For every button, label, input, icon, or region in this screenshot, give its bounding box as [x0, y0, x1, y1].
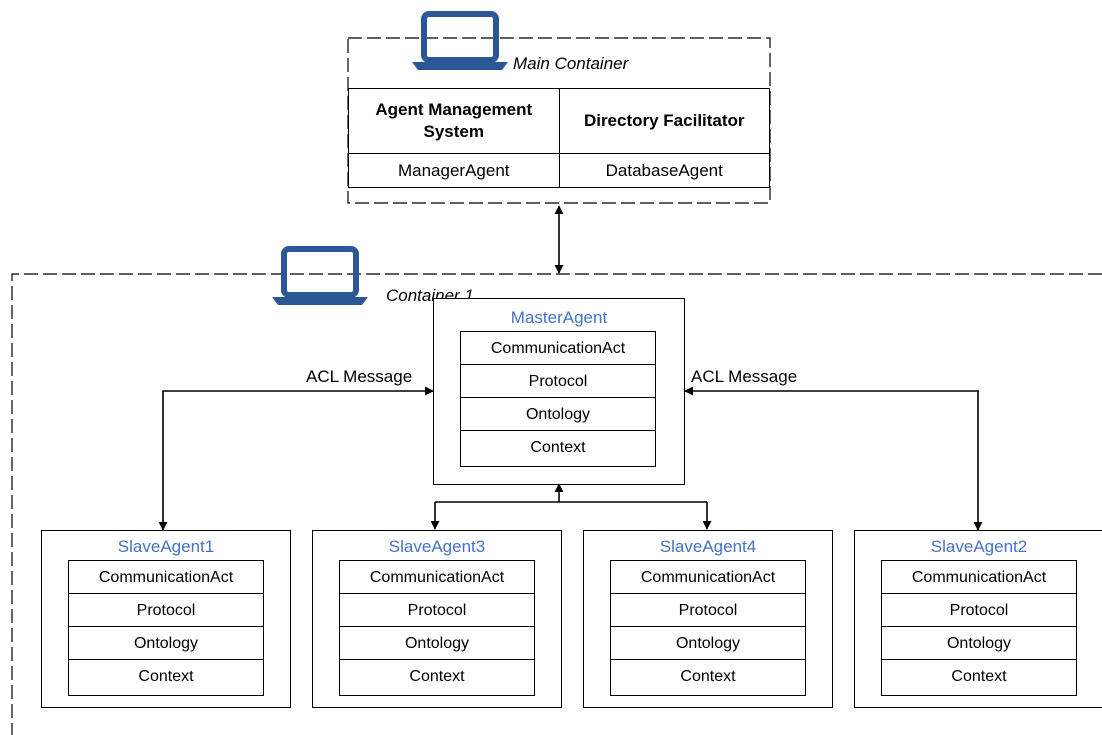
attr-communication-act: CommunicationAct — [69, 561, 263, 594]
attr-context: Context — [951, 668, 1007, 685]
attr-communication-act: CommunicationAct — [340, 561, 534, 594]
slave-agent-2-title: SlaveAgent2 — [930, 537, 1028, 556]
slave-agent-1-box: SlaveAgent1 CommunicationAct Protocol On… — [41, 530, 291, 708]
attr-communication-act: CommunicationAct — [882, 561, 1076, 594]
df-header: Directory Facilitator — [558, 88, 770, 154]
manager-agent-cell: ManagerAgent — [348, 153, 560, 188]
attr-context: Context — [680, 668, 736, 685]
slave-agent-1-title: SlaveAgent1 — [117, 537, 215, 556]
attr-protocol: Protocol — [340, 594, 534, 627]
slave-agent-4-attributes: CommunicationAct Protocol Ontology Conte… — [610, 560, 806, 696]
master-agent-box: MasterAgent CommunicationAct Protocol On… — [433, 298, 685, 485]
attr-communication-act: CommunicationAct — [611, 561, 805, 594]
attr-protocol: Protocol — [611, 594, 805, 627]
attr-ontology: Ontology — [611, 627, 805, 660]
acl-left-connector — [158, 386, 434, 531]
master-agent-attributes: CommunicationAct Protocol Ontology Conte… — [460, 331, 656, 467]
slave-agent-3-attributes: CommunicationAct Protocol Ontology Conte… — [339, 560, 535, 696]
slave-agent-4-box: SlaveAgent4 CommunicationAct Protocol On… — [583, 530, 833, 708]
laptop-icon — [272, 246, 368, 305]
attr-ontology: Ontology — [69, 627, 263, 660]
attr-ontology: Ontology — [461, 398, 655, 431]
master-agent-title: MasterAgent — [510, 308, 608, 327]
container1-border — [11, 273, 1102, 735]
slave-agent-3-box: SlaveAgent3 CommunicationAct Protocol On… — [312, 530, 562, 708]
attr-protocol: Protocol — [69, 594, 263, 627]
acl-right-connector — [684, 386, 983, 531]
slave-agent-3-title: SlaveAgent3 — [388, 537, 486, 556]
attr-context: Context — [530, 439, 586, 456]
attr-context: Context — [409, 668, 465, 685]
main-container-table: Agent Management System Directory Facili… — [348, 88, 770, 188]
slave-agent-4-title: SlaveAgent4 — [659, 537, 757, 556]
slave-agent-1-attributes: CommunicationAct Protocol Ontology Conte… — [68, 560, 264, 696]
attr-communication-act: CommunicationAct — [461, 332, 655, 365]
attr-ontology: Ontology — [882, 627, 1076, 660]
slave-agent-2-box: SlaveAgent2 CommunicationAct Protocol On… — [854, 530, 1102, 708]
ams-header: Agent Management System — [348, 88, 560, 154]
attr-protocol: Protocol — [882, 594, 1076, 627]
acl-message-right-label: ACL Message — [691, 367, 798, 386]
database-agent-cell: DatabaseAgent — [558, 153, 770, 188]
acl-message-left-label: ACL Message — [306, 367, 413, 386]
attr-context: Context — [138, 668, 194, 685]
main-container-label: Main Container — [513, 54, 629, 73]
laptop-icon — [412, 11, 508, 70]
slave-agent-2-attributes: CommunicationAct Protocol Ontology Conte… — [881, 560, 1077, 696]
attr-ontology: Ontology — [340, 627, 534, 660]
attr-protocol: Protocol — [461, 365, 655, 398]
